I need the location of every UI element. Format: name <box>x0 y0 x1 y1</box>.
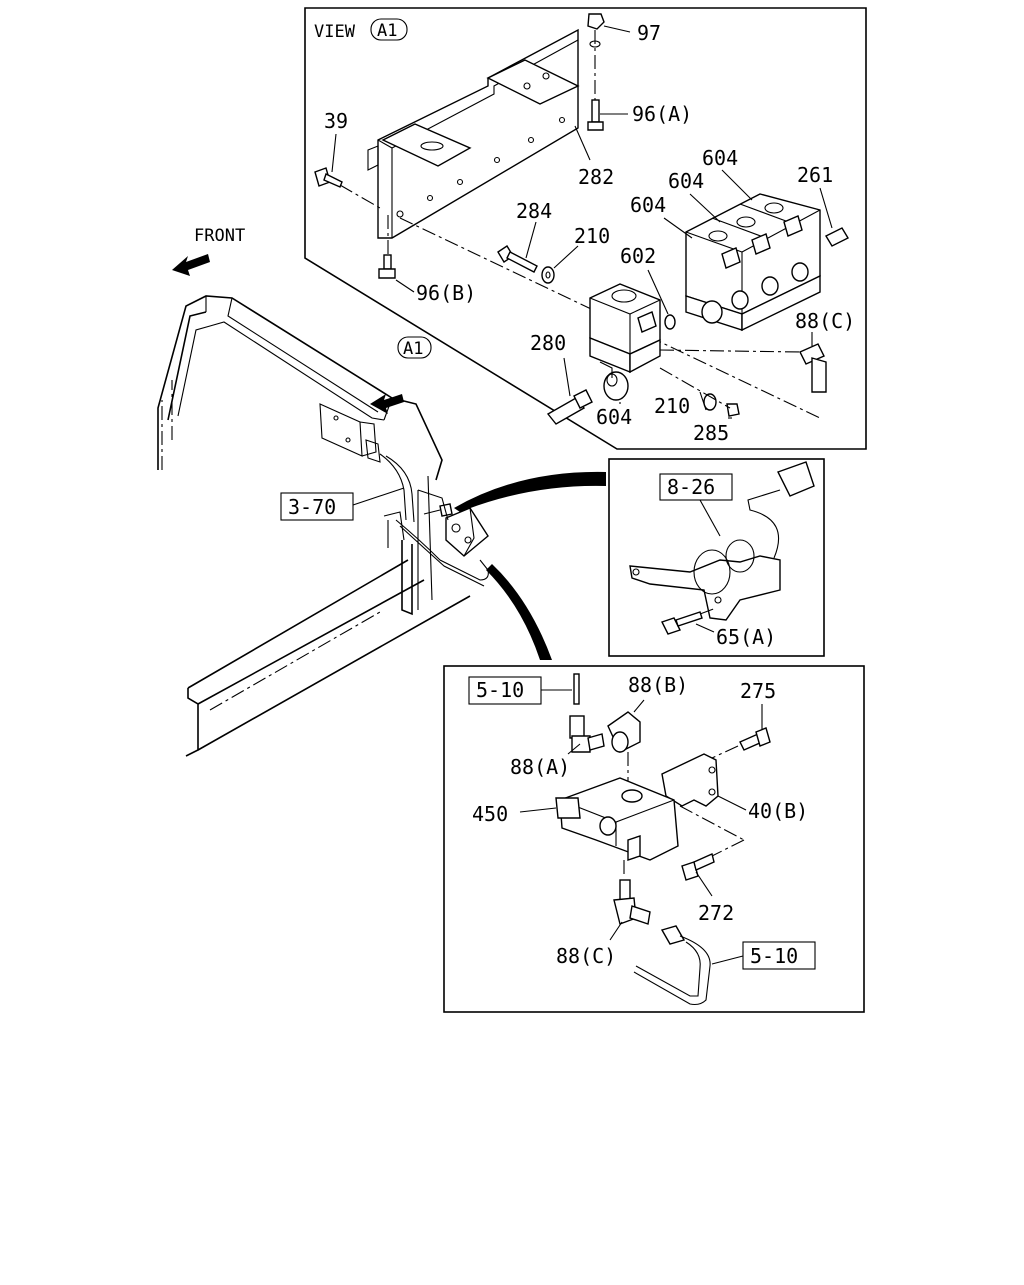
callout-96b: 96(B) <box>416 281 476 305</box>
callout-450: 450 <box>472 802 508 826</box>
pipe-5-10 <box>633 925 711 1006</box>
callout-88c: 88(C) <box>556 944 616 968</box>
callout-275: 275 <box>740 679 776 703</box>
callout-88c-top: 88(C) <box>795 309 855 333</box>
callout-285: 285 <box>693 421 729 445</box>
callout-604-b: 604 <box>668 169 704 193</box>
callout-602: 602 <box>620 244 656 268</box>
pipe-stub <box>573 673 580 705</box>
callout-97: 97 <box>637 21 661 45</box>
callout-272: 272 <box>698 901 734 925</box>
callout-65a: 65(A) <box>716 625 776 649</box>
callout-604-c: 604 <box>630 193 666 217</box>
callout-210-a: 210 <box>574 224 610 248</box>
ref-3-70-frame <box>280 492 354 521</box>
front-arrow-icon <box>172 254 210 276</box>
bolt-272 <box>681 853 715 897</box>
view-ref-frame <box>397 336 432 359</box>
cab-frame-assembly <box>157 295 489 757</box>
nut-285 <box>726 403 740 417</box>
solenoid-valve-bank-604 <box>685 193 821 332</box>
elbow-88a <box>567 715 605 755</box>
ref-3-70: 3-70 <box>280 487 405 521</box>
callout-280: 280 <box>530 331 566 355</box>
callout-284: 284 <box>516 199 552 223</box>
callout-604-a: 604 <box>702 146 738 170</box>
fitting-280 <box>546 389 593 425</box>
callout-282: 282 <box>578 165 614 189</box>
arrow-to-valve-detail <box>486 564 552 660</box>
bolt-96a <box>587 99 604 131</box>
view-marker-frame <box>370 18 408 41</box>
nut-97 <box>587 13 605 100</box>
bolt-275 <box>711 704 771 759</box>
callout-3-70: 3-70 <box>288 495 336 519</box>
ref-8-26-frame <box>659 473 733 501</box>
solenoid-valve-604 <box>589 283 661 401</box>
arrow-to-switch-detail <box>454 471 606 512</box>
washer-210-top <box>541 266 555 284</box>
callout-40b: 40(B) <box>748 799 808 823</box>
bolt-284 <box>497 245 538 273</box>
valve-450 <box>519 777 745 861</box>
callout-604-d: 604 <box>596 405 632 429</box>
bracket-282 <box>367 28 580 239</box>
pressure-switch <box>629 555 781 621</box>
callout-5-10-a: 5-10 <box>476 678 524 702</box>
callout-96a: 96(A) <box>632 102 692 126</box>
elbow-88c <box>609 860 651 941</box>
front-label: FRONT <box>194 226 245 246</box>
bolt-96b <box>378 215 396 279</box>
callout-88a: 88(A) <box>510 755 570 779</box>
switch-connector <box>777 461 815 497</box>
plug-261 <box>825 227 849 247</box>
bolt-39 <box>314 167 381 209</box>
callout-88b: 88(B) <box>628 673 688 697</box>
switch-detail-panel: 8-26 65(A) <box>608 458 825 657</box>
ref-5-10-b-frame <box>742 941 816 970</box>
view-marker: A1 <box>377 21 397 41</box>
view-a1-detail-panel: VIEW A1 <box>304 7 867 450</box>
view-arrow-icon <box>370 394 404 414</box>
front-indicator: FRONT <box>172 226 245 276</box>
view-a1-reference: A1 <box>370 336 432 414</box>
view-ref-label: A1 <box>403 339 423 359</box>
o-ring-602 <box>664 314 676 330</box>
elbow-88b <box>607 699 645 800</box>
elbow-88c-top <box>659 343 827 393</box>
callout-5-10-b: 5-10 <box>750 944 798 968</box>
callout-39: 39 <box>324 109 348 133</box>
callout-210-b: 210 <box>654 394 690 418</box>
callout-8-26: 8-26 <box>667 475 715 499</box>
leader-lines-view <box>331 25 833 419</box>
view-title: VIEW <box>314 22 356 42</box>
bolt-65a <box>661 617 681 635</box>
valve-detail-panel: 5-10 <box>443 665 865 1013</box>
callout-261: 261 <box>797 163 833 187</box>
